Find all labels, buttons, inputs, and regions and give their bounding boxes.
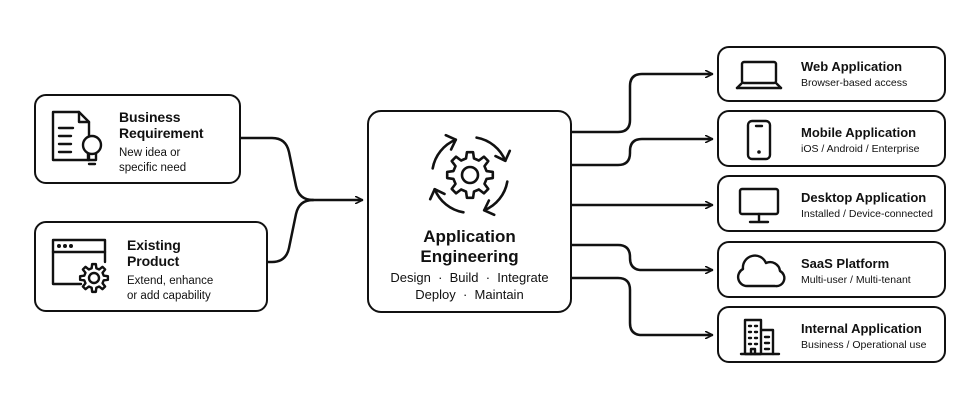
input-title-line1: Business [119,109,181,125]
building-icon [739,318,781,356]
input-desc-line1: New idea or [119,147,181,159]
monitor-icon [738,187,780,224]
output-title: Mobile Application [801,125,917,140]
smartphone-icon [746,119,772,161]
input-desc-line2: or add capability [127,290,211,302]
input-desc-line1: Extend, enhance [127,275,214,287]
output-box-saas-platform: SaaS Platform Multi-user / Multi-tenant [717,241,946,298]
output-box-web-application: Web Application Browser-based access [717,46,946,102]
input-title-line1: Existing [127,237,181,253]
cycle-gear-icon [428,133,512,217]
laptop-icon [735,60,783,90]
connector-saas-platform [570,243,714,270]
input-title-line2: Product [127,253,180,269]
output-desc: iOS / Android / Enterprise [801,143,920,155]
output-desc: Business / Operational use [801,339,927,351]
output-title: Internal Application [801,321,922,336]
connector-internal-application [570,276,714,335]
input-desc-line2: specific need [119,162,187,174]
output-box-internal-application: Internal Application Business / Operatio… [717,306,946,363]
output-title: Web Application [801,59,903,74]
center-activities-line1: Design · Build · Integrate [390,270,549,285]
connector-mobile-application [570,139,714,167]
output-desc: Browser-based access [801,77,908,89]
cloud-icon [736,254,786,288]
input-title-line2: Requirement [119,125,204,141]
output-desc: Multi-user / Multi-tenant [801,274,911,286]
connector-business-requirement [239,136,315,202]
connector-web-application [570,74,714,134]
connector-existing-product [266,198,315,264]
output-title: Desktop Application [801,190,927,205]
browser-gear-icon [51,238,110,294]
center-activities-line2: Deploy · Maintain [415,287,524,302]
center-title-line1: Application [423,227,516,246]
document-lightbulb-icon [51,110,103,166]
output-box-desktop-application: Desktop Application Installed / Device-c… [717,175,946,232]
output-box-mobile-application: Mobile Application iOS / Android / Enter… [717,110,946,167]
center-title-line2: Engineering [420,247,519,266]
output-desc: Installed / Device-connected [801,208,933,220]
output-title: SaaS Platform [801,256,890,271]
